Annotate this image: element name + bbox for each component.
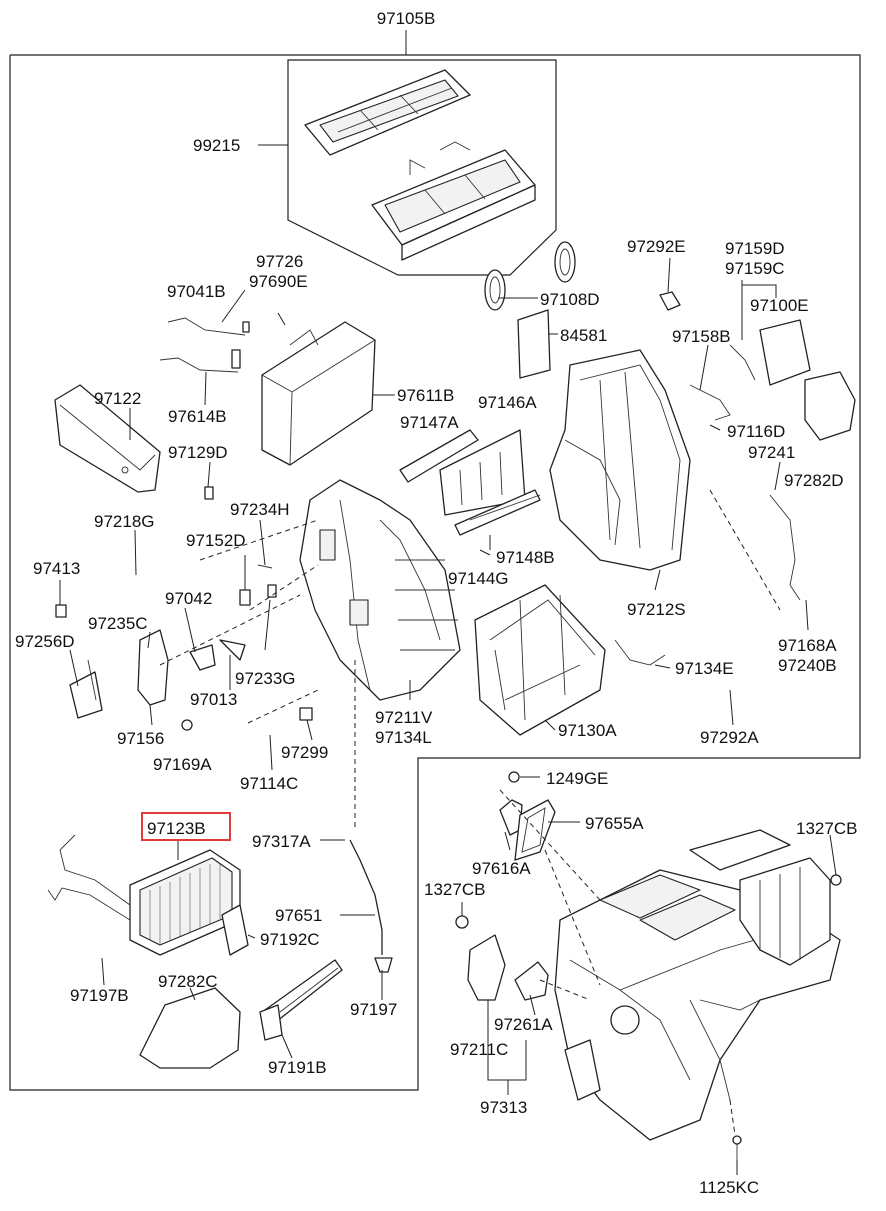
label-97148B: 97148B (496, 548, 555, 567)
heater-core-drawing (47, 834, 241, 956)
label-97313: 97313 (480, 1098, 527, 1117)
label-97197: 97197 (350, 1000, 397, 1019)
label-97146A: 97146A (478, 393, 537, 412)
label-97726: 97726 (256, 252, 303, 271)
label-99215: 99215 (193, 136, 240, 155)
label-97158B: 97158B (672, 327, 731, 346)
wire-harness-drawing (159, 317, 250, 373)
label-97147A: 97147A (400, 413, 459, 432)
label-97105B: 97105B (377, 9, 436, 28)
label-97292E: 97292E (627, 237, 686, 256)
label-97152D: 97152D (186, 531, 246, 550)
label-97114C: 97114C (240, 774, 298, 793)
label-97241: 97241 (748, 443, 795, 462)
label-97651: 97651 (275, 906, 322, 925)
door-flaps-drawing (399, 429, 541, 536)
sensor-wire-drawing (769, 494, 801, 601)
label-97134E: 97134E (675, 659, 734, 678)
upper-case-drawing (549, 349, 691, 571)
duct-cover-drawing (54, 384, 161, 493)
label-1249GE: 1249GE (546, 769, 608, 788)
label-97129D: 97129D (168, 443, 228, 462)
label-97159C: 97159C (725, 259, 785, 278)
label-97156: 97156 (117, 729, 164, 748)
label-97240B: 97240B (778, 656, 837, 675)
drain-tube-drawing (349, 839, 383, 955)
label-97282D: 97282D (784, 471, 844, 490)
duct-97282c-drawing (139, 987, 241, 1069)
label-97614B: 97614B (168, 407, 227, 426)
bottom-right-small-parts-drawing (455, 771, 842, 1160)
bracket-84581-drawing (517, 309, 551, 379)
assembled-unit-drawing (554, 829, 841, 1141)
label-97292A: 97292A (700, 728, 759, 747)
label-97256D: 97256D (15, 632, 75, 651)
seal-97192c-drawing (221, 904, 249, 956)
label-97235C: 97235C (88, 614, 148, 633)
label-97611B: 97611B (397, 386, 454, 405)
label-97122: 97122 (94, 389, 141, 408)
label-97317A: 97317A (252, 832, 311, 851)
seal-rings-drawing (484, 241, 576, 311)
label-97169A: 97169A (153, 755, 212, 774)
label-97013: 97013 (190, 690, 237, 709)
label-97211V: 97211V (375, 708, 433, 727)
label-97234H: 97234H (230, 500, 290, 519)
label-97134L: 97134L (375, 728, 432, 747)
label-97211C: 97211C (450, 1040, 508, 1059)
lower-case-drawing (474, 584, 606, 736)
label-97197B: 97197B (70, 986, 129, 1005)
label-97144G: 97144G (448, 569, 509, 588)
label-97041B: 97041B (167, 282, 226, 301)
main-case-drawing (299, 479, 461, 701)
leader-lines (59, 257, 837, 1175)
part-labels: 97105B 99215 97726 97690E 97041B 97292E … (15, 9, 857, 1197)
label-97123B: 97123B (147, 819, 206, 838)
drain-hose-drawing (614, 639, 666, 666)
label-97116D: 97116D (727, 422, 785, 441)
label-97261A: 97261A (494, 1015, 553, 1034)
left-small-parts-drawing (55, 486, 313, 731)
label-97100E: 97100E (750, 296, 809, 315)
label-1327CB-top: 1327CB (796, 819, 857, 838)
label-97159D: 97159D (725, 239, 785, 258)
part-drawings (47, 69, 856, 1160)
label-97282C: 97282C (158, 972, 218, 991)
label-97218G: 97218G (94, 512, 155, 531)
label-97690E: 97690E (249, 272, 308, 291)
label-1125KC: 1125KC (699, 1178, 759, 1197)
label-1327CB-bottom: 1327CB (424, 880, 485, 899)
label-97168A: 97168A (778, 636, 837, 655)
label-97212S: 97212S (627, 600, 686, 619)
cabin-filter-drawing (304, 69, 536, 261)
label-97616A: 97616A (472, 859, 531, 878)
label-97655A: 97655A (585, 814, 644, 833)
label-84581: 84581 (560, 326, 607, 345)
label-97108D: 97108D (540, 290, 600, 309)
highlight-box (141, 812, 231, 841)
label-97130A: 97130A (558, 721, 617, 740)
label-97042: 97042 (165, 589, 212, 608)
label-97192C: 97192C (260, 930, 320, 949)
pipe-97191b-drawing (259, 959, 343, 1041)
diagram-frames (9, 30, 861, 1091)
label-97413: 97413 (33, 559, 80, 578)
label-97299: 97299 (281, 743, 328, 762)
label-97191B: 97191B (268, 1058, 327, 1077)
evaporator-drawing (261, 321, 376, 466)
label-97233G: 97233G (235, 669, 296, 688)
actuators-drawing (659, 291, 856, 441)
